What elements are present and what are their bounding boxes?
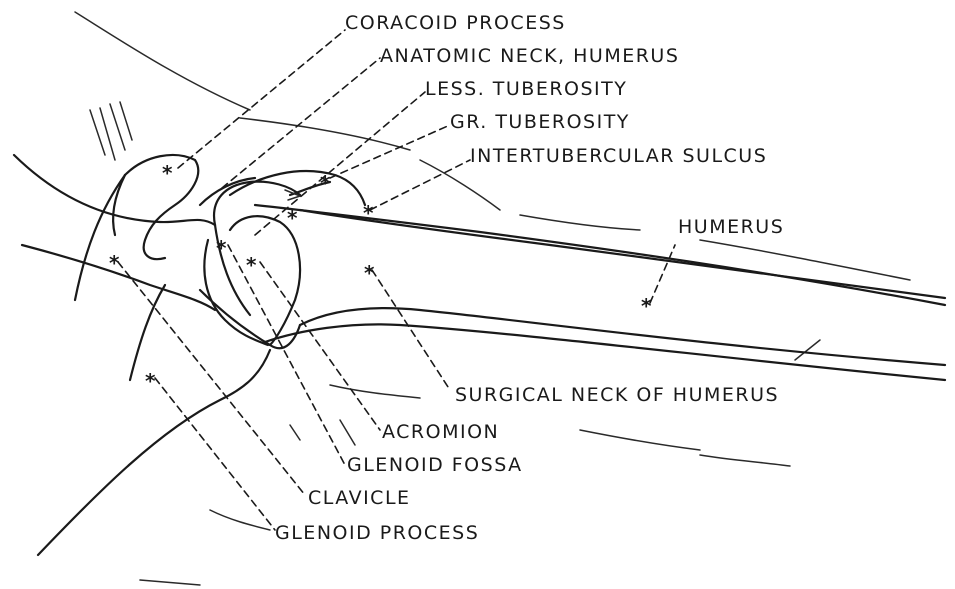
- label-anatomic-neck: ANATOMIC NECK, HUMERUS: [380, 47, 679, 66]
- marker-lesser-tuberosity: *: [287, 206, 298, 230]
- marker-asterisks: * * * * * * * * * *: [109, 161, 652, 393]
- marker-humerus: *: [641, 294, 652, 318]
- label-glenoid-fossa: GLENOID FOSSA: [347, 456, 523, 475]
- label-coracoid-process: CORACOID PROCESS: [345, 14, 566, 33]
- marker-anatomic-neck: *: [216, 236, 227, 260]
- marker-intertubercular: *: [363, 201, 374, 225]
- marker-glenoid-fossa: *: [246, 253, 257, 277]
- humerus-shaft: [255, 205, 945, 380]
- scapula-outline: [14, 155, 300, 555]
- label-surgical-neck: SURGICAL NECK OF HUMERUS: [455, 386, 779, 405]
- label-intertubercular-sulcus: INTERTUBERCULAR SULCUS: [470, 147, 767, 166]
- label-lesser-tuberosity: LESS. TUBEROSITY: [425, 80, 627, 99]
- label-glenoid-process: GLENOID PROCESS: [275, 524, 479, 543]
- label-greater-tuberosity: GR. TUBEROSITY: [450, 113, 630, 132]
- marker-glenoid-process: *: [145, 369, 156, 393]
- label-humerus: HUMERUS: [678, 218, 784, 237]
- marker-surgical-neck: *: [364, 261, 375, 285]
- label-acromion: ACROMION: [382, 423, 499, 442]
- marker-clavicle: *: [109, 251, 120, 275]
- marker-coracoid: *: [162, 161, 173, 185]
- label-clavicle: CLAVICLE: [308, 489, 411, 508]
- marker-greater-tuberosity: *: [320, 171, 331, 195]
